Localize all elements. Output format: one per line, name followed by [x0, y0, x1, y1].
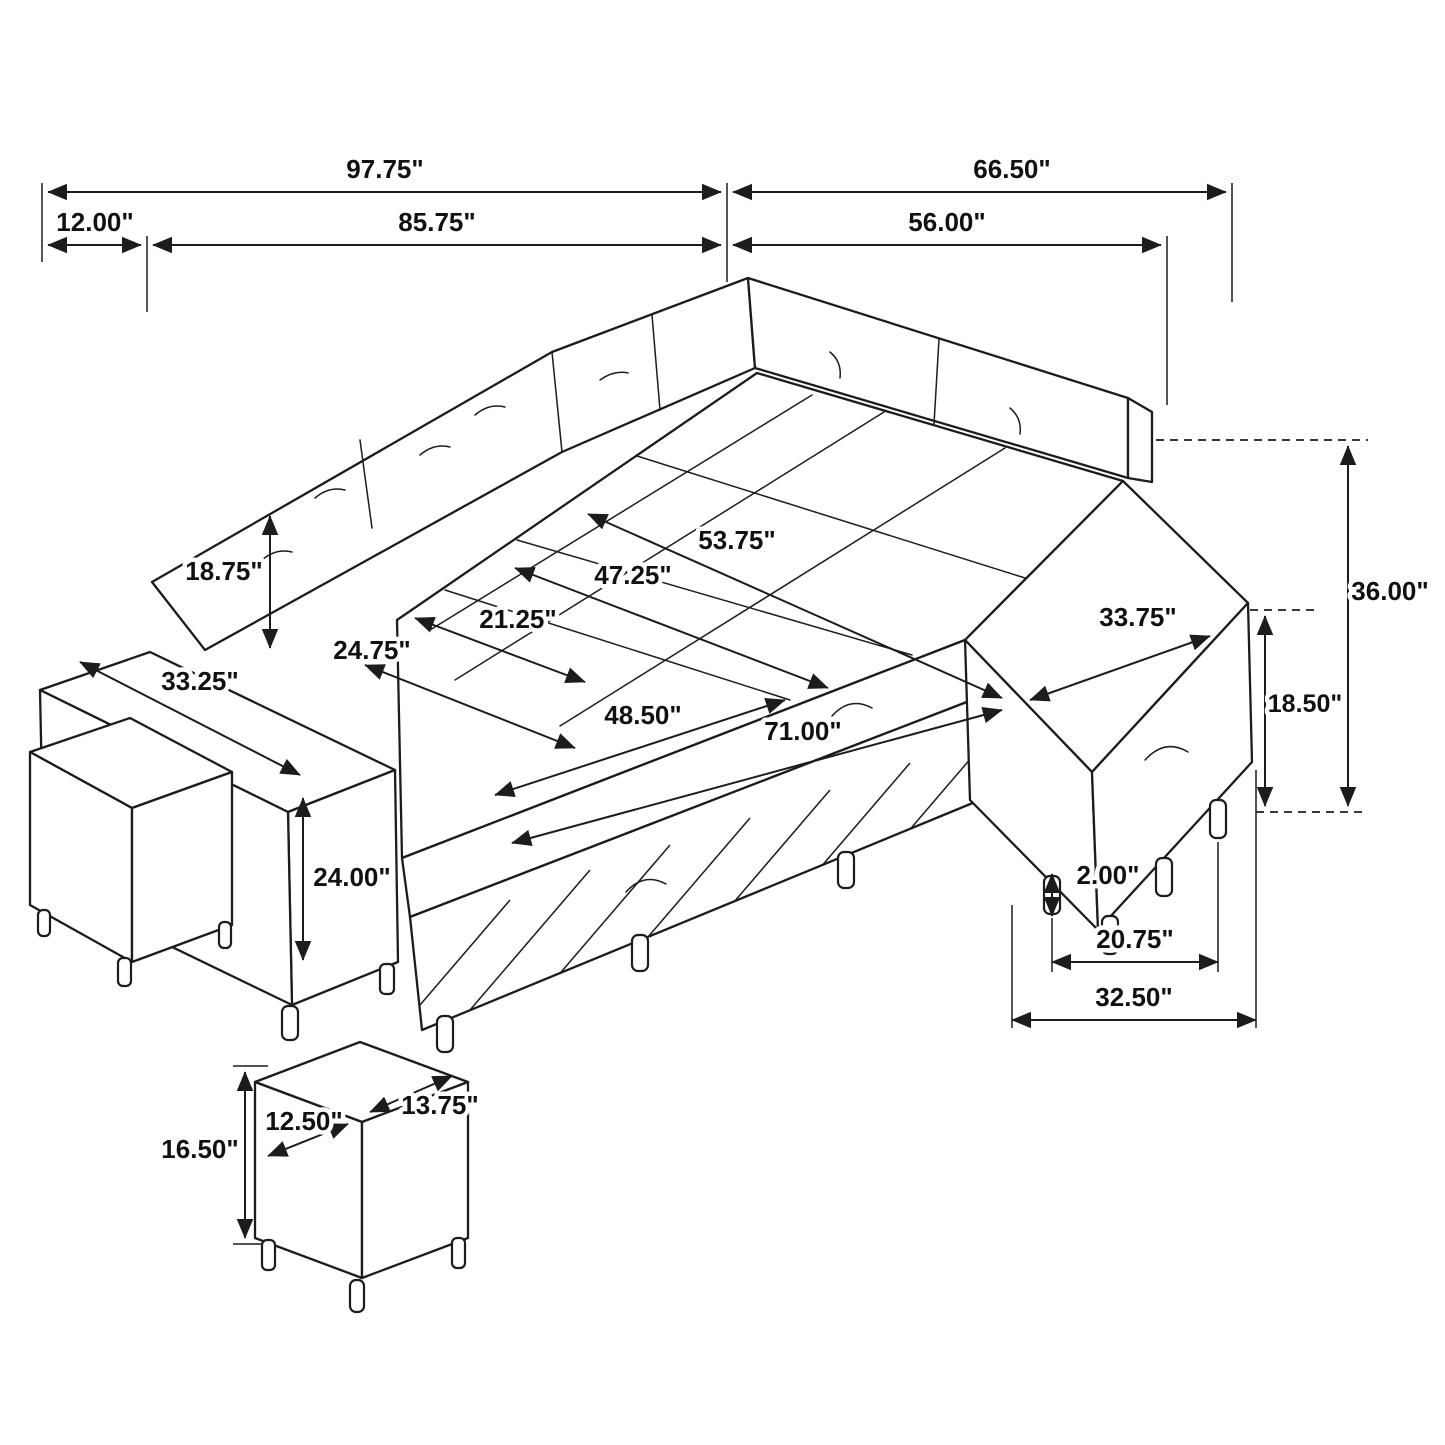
dim-overall-depth: 66.50" [973, 154, 1050, 184]
dim-bed-inner-length: 48.50" [604, 700, 681, 730]
dim-ottoman-width: 12.50" [265, 1106, 342, 1136]
dim-seat-width: 85.75" [398, 207, 475, 237]
dim-drawer-width: 20.75" [1096, 924, 1173, 954]
dim-armrest-length: 33.25" [161, 666, 238, 696]
tuft-mark [419, 445, 451, 456]
pull-strap [1144, 745, 1189, 761]
dimension-labels: 97.75" 66.50" 12.00" 85.75" 56.00" 18.75… [52, 150, 1433, 1169]
dim-bed-width: 53.75" [698, 525, 775, 555]
dim-seat-depth-front: 24.75" [333, 635, 410, 665]
tuft-mark [829, 351, 842, 379]
sofa-back [150, 276, 1154, 652]
dim-seat-depth-back: 47.25" [594, 560, 671, 590]
dim-overall-height: 36.00" [1351, 576, 1428, 606]
dim-chaise-top-length: 33.75" [1099, 602, 1176, 632]
dim-back-cushion-height: 18.75" [185, 556, 262, 586]
pull-strap [625, 878, 667, 893]
tuft-mark [1009, 407, 1022, 435]
tuft-mark [314, 488, 346, 499]
dim-left-arm-width: 12.00" [56, 207, 133, 237]
dim-seat-cushion-depth: 21.25" [479, 604, 556, 634]
tuft-mark [474, 405, 506, 416]
tuft-mark [599, 371, 629, 381]
dim-bed-length: 71.00" [764, 716, 841, 746]
dim-leg-height: 2.00" [1077, 860, 1140, 890]
dim-ottoman-height: 16.50" [161, 1134, 238, 1164]
dim-chaise-depth: 56.00" [908, 207, 985, 237]
dim-seat-height: 18.50" [1268, 690, 1342, 718]
dim-ottoman-depth: 13.75" [401, 1090, 478, 1120]
dim-storage-width: 32.50" [1095, 982, 1172, 1012]
quilt-seam [429, 394, 813, 631]
dim-overall-width: 97.75" [346, 154, 423, 184]
dimension-lines [47, 183, 1357, 1239]
dim-armrest-height: 24.00" [313, 862, 390, 892]
